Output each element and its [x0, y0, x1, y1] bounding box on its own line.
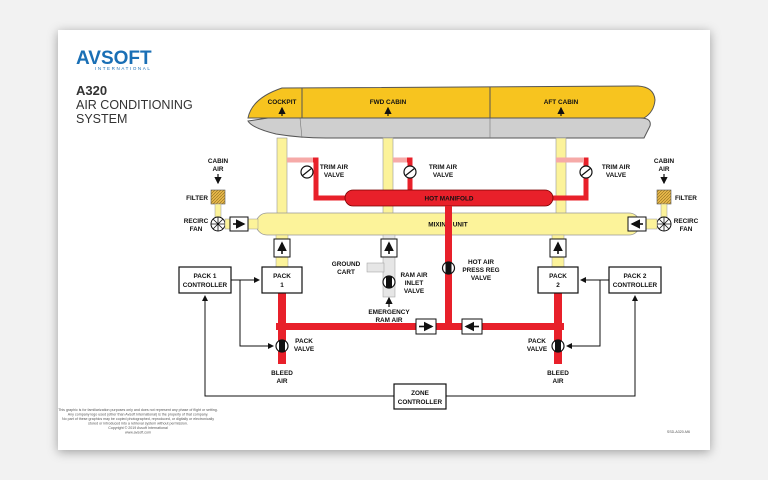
fwd-trim-valve-label-2: VALVE [433, 172, 454, 179]
zone-to-pack2-controller-signal [446, 295, 638, 397]
cabin-yellow-band [247, 85, 656, 119]
aft-cabin-label: AFT CABIN [544, 99, 579, 106]
right-filter-to-fan-duct [660, 203, 668, 218]
zone-controller[interactable] [393, 383, 447, 410]
fwd-trim-air-valve[interactable] [403, 165, 417, 179]
pack1-bleed-duct [278, 292, 286, 364]
pack1-label-2: 1 [280, 282, 284, 289]
left-bleed-air-label-1: BLEED [271, 370, 293, 377]
left-filter [210, 189, 226, 205]
footer-line-4: stored or introduced into a retrieval sy… [88, 422, 188, 426]
cockpit-trim-valve-label-1: TRIM AIR [320, 164, 349, 171]
pack1-label-1: PACK [273, 273, 291, 280]
right-cabin-air-label-2: AIR [658, 166, 669, 173]
left-recirc-fan-label-2: FAN [190, 226, 203, 233]
left-cabin-air-label-1: CABIN [208, 158, 229, 165]
ram-air-inlet-valve-label-1: RAM AIR [400, 272, 427, 279]
ground-cart-duct [366, 262, 385, 273]
right-filter-label: FILTER [675, 195, 697, 202]
pack1-valve[interactable] [275, 339, 289, 353]
pack2-valve-label-2: VALVE [527, 346, 548, 353]
right-recirc-fan-label-2: FAN [680, 226, 693, 233]
hot-air-valve-label-3: VALVE [471, 275, 492, 282]
cockpit-trim-valve-label-2: VALVE [324, 172, 345, 179]
ram-air-up-arrow [380, 238, 398, 258]
crossfeed-left-arrow [461, 318, 483, 335]
pack2-controller-label-2: CONTROLLER [613, 282, 658, 289]
right-filter [656, 189, 672, 205]
right-recirc-fan-label-1: RECIRC [674, 218, 699, 225]
right-recirc-fan [656, 216, 672, 232]
hot-manifold-label: HOT MANIFOLD [425, 196, 474, 203]
emergency-ram-air-label-1: EMERGENCY [368, 309, 410, 316]
pack2[interactable] [537, 266, 579, 294]
fuselage [247, 117, 651, 139]
pack2-controller[interactable] [608, 266, 662, 294]
pack2-bleed-duct [554, 292, 562, 364]
brand-logo: AVSOFT [76, 48, 152, 69]
footer-line-3: No part of these graphics may be copied … [62, 417, 214, 421]
pack2-valve[interactable] [551, 339, 565, 353]
pack1-valve-label-1: PACK [295, 338, 313, 345]
ac-system-diagram: AVSOFT INTERNATIONAL A320 AIR CONDITIONI… [58, 48, 699, 435]
aft-trim-valve-label-2: VALVE [606, 172, 627, 179]
pack2-controller-to-valve-signal [566, 280, 601, 349]
zone-to-pack1-controller-signal [202, 295, 394, 397]
zone-controller-label-2: CONTROLLER [398, 399, 443, 406]
hot-air-press-reg-valve[interactable] [441, 261, 456, 275]
fuselage-panel-line [299, 117, 303, 139]
document-code: SSD-A320-M6 [667, 430, 690, 434]
aft-trim-air-valve[interactable] [579, 165, 593, 179]
cockpit-trim-air-valve[interactable] [300, 165, 314, 179]
pack1[interactable] [261, 266, 303, 294]
brand-subtitle: INTERNATIONAL [95, 66, 151, 71]
pack1-outlet-arrow [273, 238, 291, 258]
right-bleed-air-label-2: AIR [552, 378, 563, 385]
title-line1: AIR CONDITIONING [76, 98, 193, 112]
aft-cabin-duct [555, 137, 567, 215]
zone-controller-label-1: ZONE [411, 390, 429, 397]
pack2-label-1: PACK [549, 273, 567, 280]
pack2-outlet-arrow [549, 238, 567, 258]
cockpit-label: COCKPIT [268, 99, 297, 106]
left-cabin-air-label-2: AIR [212, 166, 223, 173]
left-recirc-fan-label-1: RECIRC [184, 218, 209, 225]
right-recirc-flow-arrow [627, 216, 647, 232]
left-recirc-fan [210, 216, 226, 232]
pack1-controller-label-2: CONTROLLER [183, 282, 228, 289]
poster-sheet: AVSOFT INTERNATIONAL A320 AIR CONDITIONI… [58, 30, 710, 450]
fwd-cabin-label: FWD CABIN [370, 99, 407, 106]
footer-line-6: www.avsoft.com [125, 431, 151, 435]
footer-line-2: Any company logo used (other than Avsoft… [68, 413, 209, 417]
hot-air-valve-label-1: HOT AIR [468, 259, 494, 266]
crossfeed-right-arrow [415, 318, 437, 335]
right-bleed-air-label-1: BLEED [547, 370, 569, 377]
emergency-ram-air-label-2: RAM AIR [375, 317, 402, 324]
footer-line-1: This graphic is for familiarization purp… [58, 408, 218, 412]
hot-air-valve-label-2: PRESS REG [462, 267, 499, 274]
left-filter-to-fan-duct [214, 203, 222, 218]
ram-air-inlet-valve[interactable] [382, 275, 396, 289]
title-line2: SYSTEM [76, 112, 127, 126]
pack1-controller-label-1: PACK 1 [194, 273, 217, 280]
ram-air-inlet-valve-label-3: VALVE [404, 288, 425, 295]
right-cabin-air-label-1: CABIN [654, 158, 675, 165]
pack1-valve-label-2: VALVE [294, 346, 315, 353]
aft-trim-valve-label-1: TRIM AIR [602, 164, 631, 171]
cockpit-duct [276, 137, 288, 215]
pack1-controller[interactable] [178, 266, 232, 294]
left-recirc-flow-arrow [229, 216, 249, 232]
title-model: A320 [76, 83, 107, 98]
fwd-trim-valve-label-1: TRIM AIR [429, 164, 458, 171]
left-bleed-air-label-2: AIR [276, 378, 287, 385]
ground-cart-label-2: CART [337, 269, 355, 276]
pack2-label-2: 2 [556, 282, 560, 289]
left-filter-label: FILTER [186, 195, 208, 202]
pack2-valve-label-1: PACK [528, 338, 546, 345]
ground-cart-label-1: GROUND [332, 261, 361, 268]
pack2-controller-label-1: PACK 2 [624, 273, 647, 280]
pack1-controller-to-valve-signal [239, 280, 274, 349]
ram-air-inlet-valve-label-2: INLET [405, 280, 424, 287]
footer-line-5: Copyright © 2019 Avsoft International [108, 426, 168, 430]
